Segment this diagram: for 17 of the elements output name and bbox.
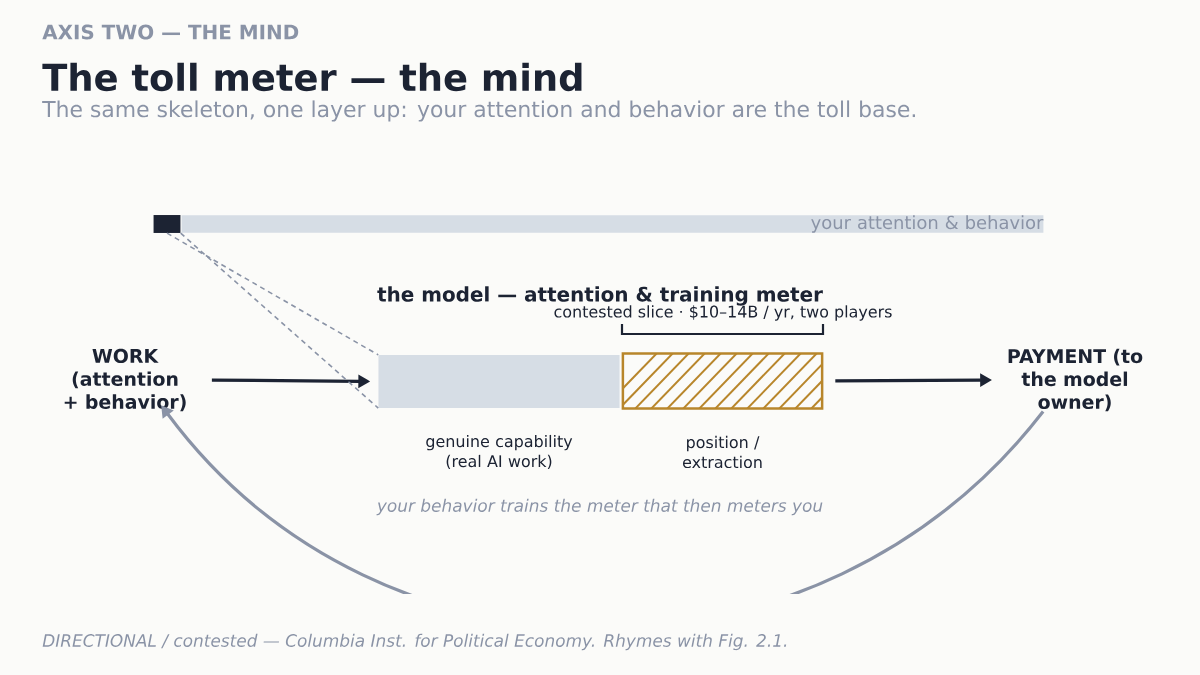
attention-bar: your attention & behavior [181, 215, 1044, 233]
dashed-line [179, 232, 380, 409]
kicker: AXIS TWO — THE MIND [42, 24, 299, 40]
dashed-line [166, 232, 380, 356]
flow-label: WORK (attention + behavior) [64, 348, 186, 412]
bracket-label: contested slice · $10–14B / yr, two players [554, 305, 892, 321]
hatched-segment [621, 352, 824, 410]
meter-heading: the model — attention & training meter [377, 286, 823, 306]
segment-caption: genuine capability (real AI work) [426, 434, 573, 470]
title: The toll meter — the mind [42, 62, 582, 92]
flow-label: PAYMENT (to the model owner) [1008, 348, 1143, 412]
subtitle: The same skeleton, one layer up: your attention and behavior are the toll base. [42, 100, 915, 122]
caption: DIRECTIONAL / contested — Columbia Inst. for Political Economy. Rhymes with Fig. 2.1. [42, 633, 787, 651]
meter-segment [378, 355, 620, 408]
edge-label: your behavior trains the meter that then meters you [376, 498, 823, 516]
segment-caption: position / extraction [682, 435, 762, 469]
square-marker [153, 215, 181, 233]
